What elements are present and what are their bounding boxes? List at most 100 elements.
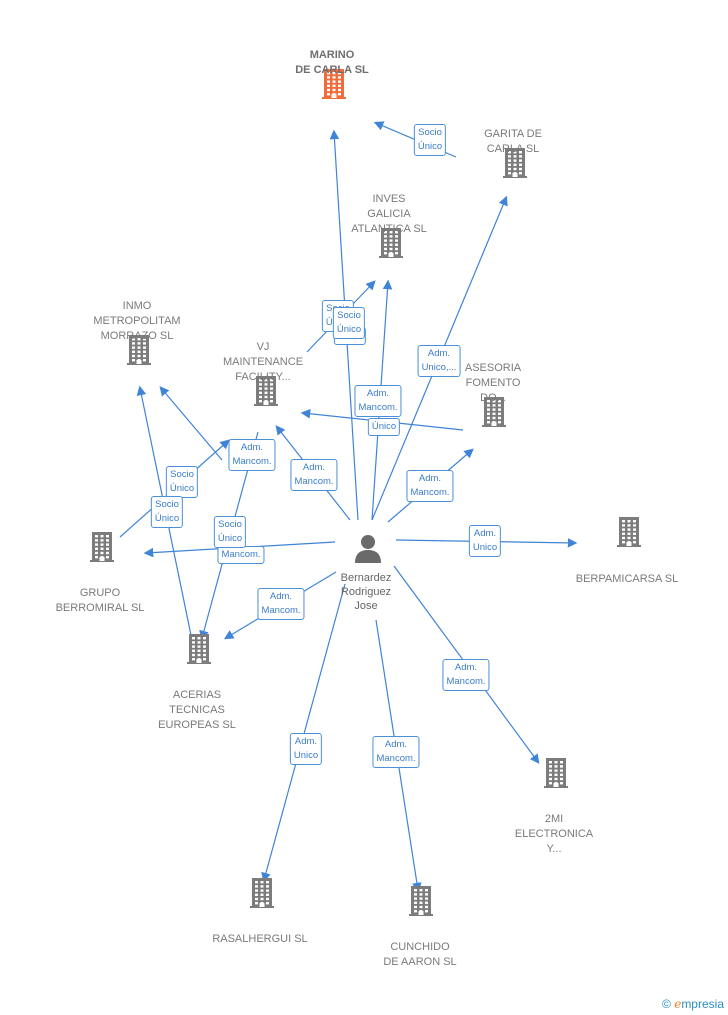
edge-label-line: Único bbox=[169, 483, 195, 494]
building-icon[interactable] bbox=[249, 373, 283, 407]
company-name-line: DO... bbox=[480, 392, 506, 404]
company-name-line: RASALHERGUI SL bbox=[212, 933, 308, 945]
edge-label-line: Socio bbox=[155, 499, 179, 510]
company-name-line: TECNICAS bbox=[169, 704, 225, 716]
company-name-vj[interactable]: VJ MAINTENANCE FACILITY... bbox=[223, 340, 303, 385]
edge-label-line: Único bbox=[217, 533, 243, 544]
building-icon[interactable] bbox=[539, 755, 573, 789]
edge-label[interactable]: Adm. Unico,... bbox=[417, 345, 461, 377]
edge-label-line: Único bbox=[371, 421, 397, 432]
edge-label-line: Mancom. bbox=[232, 456, 272, 467]
company-name-line: ACERIAS bbox=[172, 689, 222, 701]
building-icon[interactable] bbox=[612, 514, 646, 548]
company-name-line: MARINO bbox=[309, 49, 355, 61]
edge-label-line: Adm. bbox=[427, 348, 451, 359]
edge-line bbox=[261, 583, 346, 883]
edge-label-line: Adm. bbox=[454, 662, 478, 673]
edge-label-line: Único bbox=[154, 513, 180, 524]
edge-label-line: Adm. bbox=[294, 736, 318, 747]
edge-label-line: Mancom. bbox=[446, 676, 486, 687]
edge-label[interactable]: Adm.Mancom. bbox=[372, 736, 420, 768]
edge-label-line: Adm. bbox=[240, 442, 264, 453]
company-name-line: EUROPEAS SL bbox=[158, 719, 236, 731]
company-name-line: FACILITY... bbox=[235, 371, 291, 383]
company-name-line: MAINTENANCE bbox=[222, 356, 304, 368]
building-icon[interactable] bbox=[498, 145, 532, 179]
company-name-line: CARLA SL bbox=[486, 143, 540, 155]
edge-label-line: Mancom. bbox=[410, 487, 450, 498]
brand-initial: e bbox=[674, 997, 682, 1011]
edge-label-line: Mancom. bbox=[376, 753, 416, 764]
company-name-line: BERPAMICARSA SL bbox=[575, 573, 679, 585]
edge-label[interactable]: Adm. Mancom. bbox=[442, 659, 490, 691]
edge-label[interactable]: Único bbox=[367, 418, 401, 436]
building-icon[interactable] bbox=[477, 394, 511, 428]
person-name-line: Bernardez bbox=[340, 572, 392, 584]
company-name-marino[interactable]: MARINO DE CARLA SL bbox=[295, 48, 369, 78]
person-name-line: Rodriguez bbox=[340, 586, 392, 598]
edge-label[interactable]: Adm.Mancom. bbox=[406, 470, 454, 502]
company-name-line: FOMENTO bbox=[465, 377, 521, 389]
edge-label-line: Adm. bbox=[473, 528, 497, 539]
company-name-line: CUNCHIDO bbox=[390, 941, 450, 953]
edge-label[interactable]: Adm.Mancom. bbox=[354, 385, 402, 417]
company-name-rasalhergui[interactable]: RASALHERGUI SL bbox=[212, 932, 307, 947]
building-icon[interactable] bbox=[85, 529, 119, 563]
company-name-line: METROPOLITAM bbox=[93, 315, 181, 327]
building-icon[interactable] bbox=[182, 631, 216, 665]
company-name-cunchido[interactable]: CUNCHIDO DE AARON SL bbox=[383, 940, 456, 970]
building-icon[interactable] bbox=[317, 66, 351, 100]
edge-label-line: Socio bbox=[418, 127, 442, 138]
edge-label[interactable]: Adm. Unico bbox=[468, 525, 502, 557]
edge-label-line: Unico bbox=[472, 542, 498, 553]
company-name-line: DE AARON SL bbox=[383, 956, 457, 968]
edge-label[interactable]: Adm. Unico bbox=[289, 733, 323, 765]
edge-label[interactable]: Mancom. bbox=[217, 546, 265, 564]
edge-label-line: Mancom. bbox=[358, 402, 398, 413]
brand-name: mpresia bbox=[681, 997, 724, 1011]
building-icon[interactable] bbox=[374, 225, 408, 259]
company-name-line: ASESORIA bbox=[464, 362, 522, 374]
edge-label-line: Adm. bbox=[269, 591, 293, 602]
company-name-line: GRUPO bbox=[79, 587, 121, 599]
company-name-line: INVES bbox=[372, 193, 406, 205]
edge-label-line: Mancom. bbox=[294, 476, 334, 487]
building-icon[interactable] bbox=[245, 875, 279, 909]
company-name-line: GALICIA bbox=[367, 208, 411, 220]
edge-label[interactable]: Adm. Mancom. bbox=[257, 588, 305, 620]
building-icon[interactable] bbox=[404, 883, 438, 917]
edge-label-line: Adm. bbox=[302, 462, 326, 473]
footer-brand[interactable]: © empresia bbox=[662, 997, 724, 1011]
edge-label-line: Mancom. bbox=[221, 549, 261, 560]
edge-label-line: Socio bbox=[170, 469, 194, 480]
company-name-line: 2MI bbox=[544, 813, 564, 825]
edge-label-line: Unico bbox=[293, 750, 319, 761]
company-name-acerias[interactable]: ACERIAS TECNICAS EUROPEAS SL bbox=[158, 688, 236, 733]
edge-label-line: Unico,... bbox=[421, 362, 457, 373]
company-name-asesoria[interactable]: ASESORIA FOMENTO DO... bbox=[465, 361, 521, 406]
company-name-berpamicarsa[interactable]: BERPAMICARSA SL bbox=[576, 572, 679, 587]
edge-label-line: Mancom. bbox=[261, 605, 301, 616]
company-name-line: ELECTRONICA bbox=[514, 828, 594, 840]
company-name-line: VJ bbox=[256, 341, 270, 353]
building-icon[interactable] bbox=[122, 332, 156, 366]
edge-line bbox=[159, 386, 223, 461]
edge-label[interactable]: Adm. Mancom. bbox=[228, 439, 276, 471]
company-name-line: INMO bbox=[122, 300, 152, 312]
company-name-line: GARITA DE bbox=[484, 128, 542, 140]
company-name-line: DE CARLA SL bbox=[295, 64, 369, 76]
edge-label[interactable]: Adm. Mancom. bbox=[290, 459, 338, 491]
company-name-garita[interactable]: GARITA DE CARLA SL bbox=[484, 127, 542, 157]
